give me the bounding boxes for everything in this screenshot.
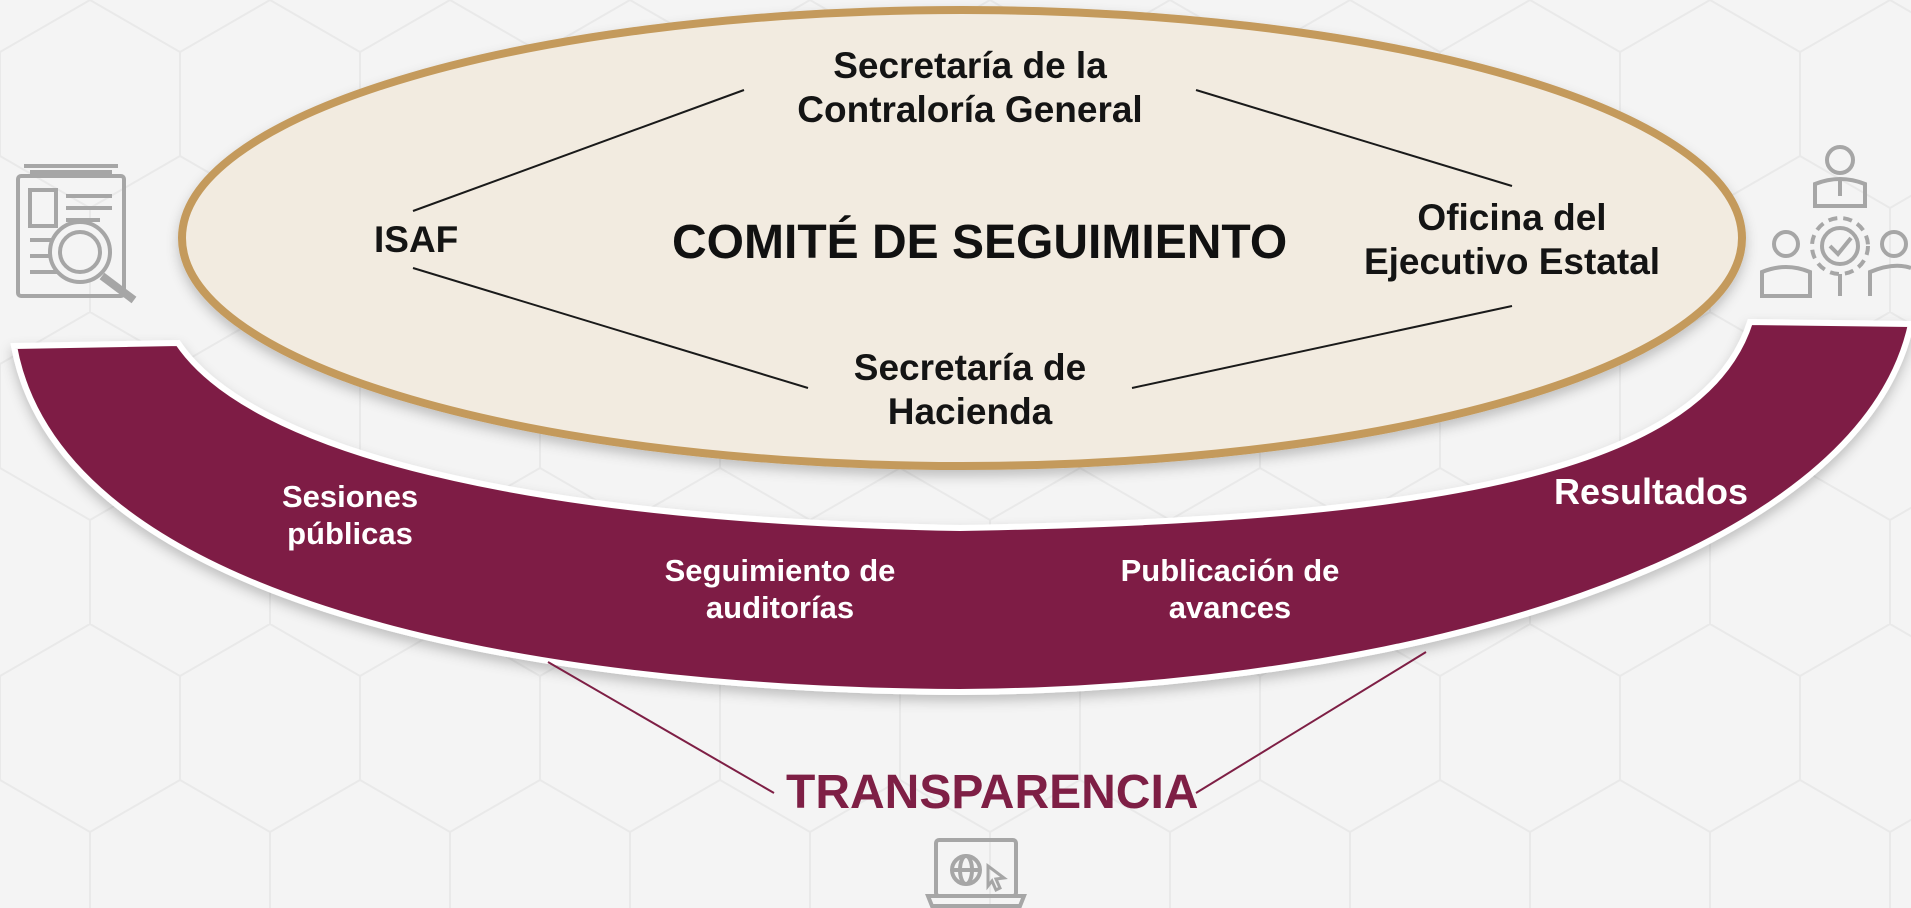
action-sesiones-line1: Sesiones <box>281 479 419 514</box>
action-seguimiento-auditorias: Seguimiento de auditorías <box>630 552 930 626</box>
action-publicacion-line1: Publicación de <box>1120 553 1340 588</box>
connector-arc-transparencia-left <box>547 661 775 794</box>
action-seguimiento-line2: auditorías <box>705 590 855 626</box>
member-contraloria: Secretaría de la Contraloría General <box>780 44 1160 133</box>
document-search-icon <box>16 164 137 304</box>
member-hacienda-line1: Secretaría de <box>853 347 1087 388</box>
member-contraloria-line1: Secretaría de la <box>833 45 1107 86</box>
action-seguimiento-line1: Seguimiento de <box>664 553 896 588</box>
member-oficina: Oficina del Ejecutivo Estatal <box>1352 196 1672 285</box>
connector-isaf-hacienda <box>412 267 809 389</box>
committee-ellipse <box>178 6 1746 470</box>
connector-arc-transparencia-right <box>1195 651 1427 794</box>
member-oficina-line1: Oficina del <box>1417 197 1607 238</box>
actions-arc-band <box>10 318 1911 696</box>
member-hacienda: Secretaría de Hacienda <box>810 346 1130 435</box>
action-sesiones-line2: públicas <box>287 516 413 552</box>
connector-hacienda-oficina <box>1131 305 1513 389</box>
connector-contraloria-oficina <box>1195 89 1513 187</box>
action-publicacion-avances: Publicación de avances <box>1080 552 1380 626</box>
committee-title: COMITÉ DE SEGUIMIENTO <box>672 216 1288 269</box>
laptop-globe-icon <box>925 838 1027 908</box>
member-oficina-line2: Ejecutivo Estatal <box>1363 241 1661 283</box>
action-publicacion-line2: avances <box>1168 590 1292 626</box>
member-contraloria-line2: Contraloría General <box>797 89 1143 131</box>
transparencia-label: TRANSPARENCIA <box>786 766 1199 819</box>
action-sesiones-publicas: Sesiones públicas <box>250 478 450 552</box>
team-settings-icon <box>1760 145 1911 298</box>
member-hacienda-line2: Hacienda <box>887 391 1053 433</box>
connector-isaf-contraloria <box>412 89 745 212</box>
action-resultados: Resultados <box>1554 471 1749 512</box>
member-isaf: ISAF <box>374 219 459 260</box>
